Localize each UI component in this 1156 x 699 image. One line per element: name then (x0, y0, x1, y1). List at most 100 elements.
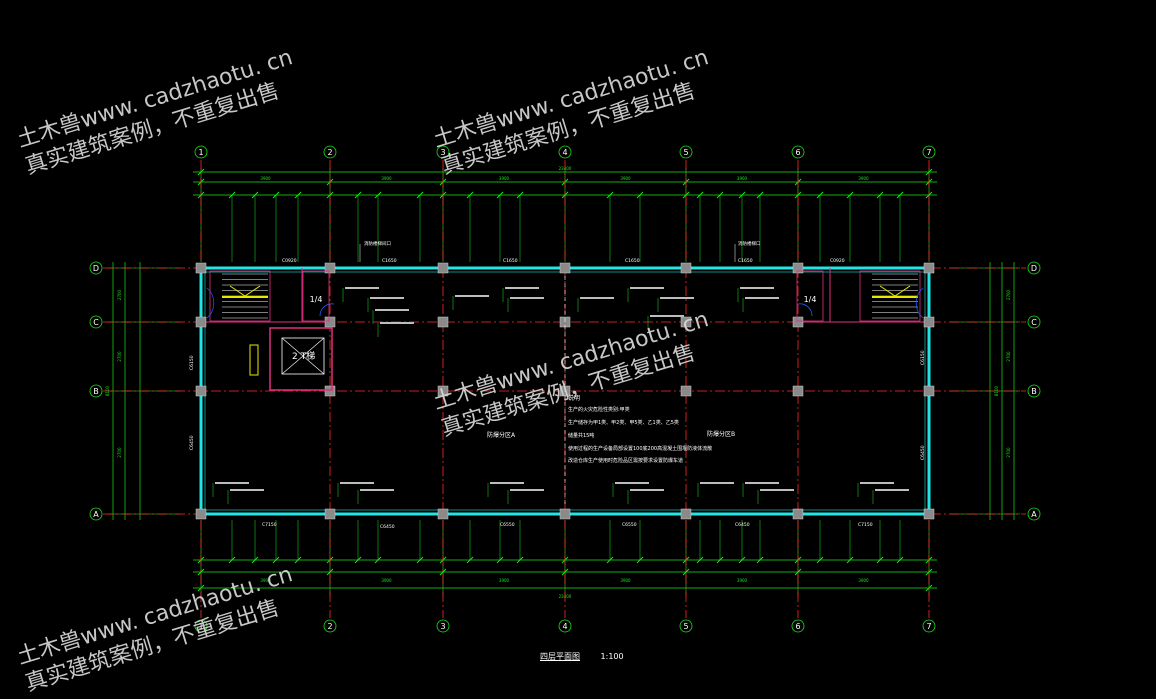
dim-span-bottom: 3900 (499, 578, 510, 583)
door-arc (915, 287, 924, 319)
axis-bubble-label: 5 (683, 148, 688, 157)
axis-bubble-label: 7 (926, 622, 931, 631)
dim-tick (925, 568, 933, 576)
dim-span-top: 3900 (737, 176, 748, 181)
dim-tick (294, 556, 302, 564)
axis-bubble (89, 384, 103, 398)
dim-tick (496, 191, 504, 199)
equipment-label-mark (740, 287, 774, 289)
dim-span-left: 2700 (117, 447, 122, 458)
equipment-label-mark (510, 297, 544, 299)
axis-bubble (89, 315, 103, 329)
dim-span-top: 3900 (499, 176, 510, 181)
axis-bubble (1027, 507, 1041, 521)
dim-tick (756, 191, 764, 199)
dim-tick (738, 556, 746, 564)
axis-bubble-label: 1 (198, 148, 203, 157)
dim-span-right: 2700 (1006, 351, 1011, 362)
axis-bubble (323, 145, 337, 159)
column (437, 385, 449, 397)
window-label-top: C1650 (503, 258, 518, 264)
axis-bubble-label: D (93, 264, 99, 273)
small-room-right (796, 270, 824, 322)
center-note: 储量共15吨 (568, 432, 594, 439)
column (923, 316, 935, 328)
dim-tick (816, 556, 824, 564)
stair-right-arrow (879, 285, 911, 297)
dim-tick (326, 191, 334, 199)
window-label-bottom: C6450 (380, 524, 395, 530)
equipment-label-mark (630, 287, 664, 289)
door-arc (319, 303, 335, 317)
drawing-title: 四层平面图 (540, 652, 580, 661)
axis-bubble (922, 619, 936, 633)
dim-tick (876, 556, 884, 564)
columns (195, 262, 935, 520)
dim-tick (896, 191, 904, 199)
axis-bubble-label: 7 (926, 148, 931, 157)
axis-bubble (194, 619, 208, 633)
column (923, 508, 935, 520)
axis-bubble (791, 619, 805, 633)
dim-tick (816, 191, 824, 199)
dim-span-top: 3900 (858, 176, 869, 181)
dim-tick (896, 556, 904, 564)
column (195, 508, 207, 520)
dim-tick (682, 568, 690, 576)
dim-span-bottom: 3900 (381, 578, 392, 583)
dim-tick (636, 191, 644, 199)
equipment-label-mark (745, 297, 779, 299)
elevator-door (249, 344, 259, 376)
dim-tick (326, 568, 334, 576)
axis-bubble-label: B (93, 387, 99, 396)
window-label-side: C6450 (189, 435, 195, 450)
dim-tick (846, 191, 854, 199)
small-room-left (302, 270, 330, 322)
dim-tick (716, 191, 724, 199)
window-label-small: C0920 (830, 258, 845, 264)
dim-tick (251, 556, 259, 564)
dim-tick (561, 191, 569, 199)
window-label-side: C6150 (920, 350, 926, 365)
dim-tick (197, 168, 205, 176)
column (680, 316, 692, 328)
dim-span-right: 2700 (1006, 447, 1011, 458)
axis-bubble-label: C (1031, 318, 1037, 327)
column (437, 262, 449, 274)
column (923, 262, 935, 274)
dim-tick (636, 556, 644, 564)
dim-tick (466, 191, 474, 199)
window-label-side: C6150 (189, 355, 195, 370)
dim-tick (846, 556, 854, 564)
column (923, 385, 935, 397)
dim-tick (439, 191, 447, 199)
equipment-label-mark (510, 489, 544, 491)
dim-tick (416, 191, 424, 199)
elevator-label: 2 T梯 (292, 350, 315, 362)
column (792, 508, 804, 520)
dim-tick (682, 191, 690, 199)
window-label-bottom: C7150 (262, 522, 277, 528)
dim-tick (416, 556, 424, 564)
axis-bubble (679, 619, 693, 633)
window-label-bottom: C6550 (622, 522, 637, 528)
axis-bubble (1027, 261, 1041, 275)
axis-bubble-label: 4 (562, 622, 567, 631)
dim-tick (374, 191, 382, 199)
dim-tick (466, 556, 474, 564)
column (680, 508, 692, 520)
column (792, 316, 804, 328)
axis-bubble (1027, 384, 1041, 398)
zone-label: 防爆分区A (487, 431, 516, 439)
equipment-label-mark (490, 482, 524, 484)
axis-bubble-label: B (1031, 387, 1037, 396)
axis-bubble-label: A (93, 510, 99, 519)
axis-bubble (323, 619, 337, 633)
equipment-label-mark (215, 482, 249, 484)
window-label-bottom: C7150 (858, 522, 873, 528)
dim-tick (696, 556, 704, 564)
dim-tick (925, 191, 933, 199)
axis-bubble (89, 261, 103, 275)
